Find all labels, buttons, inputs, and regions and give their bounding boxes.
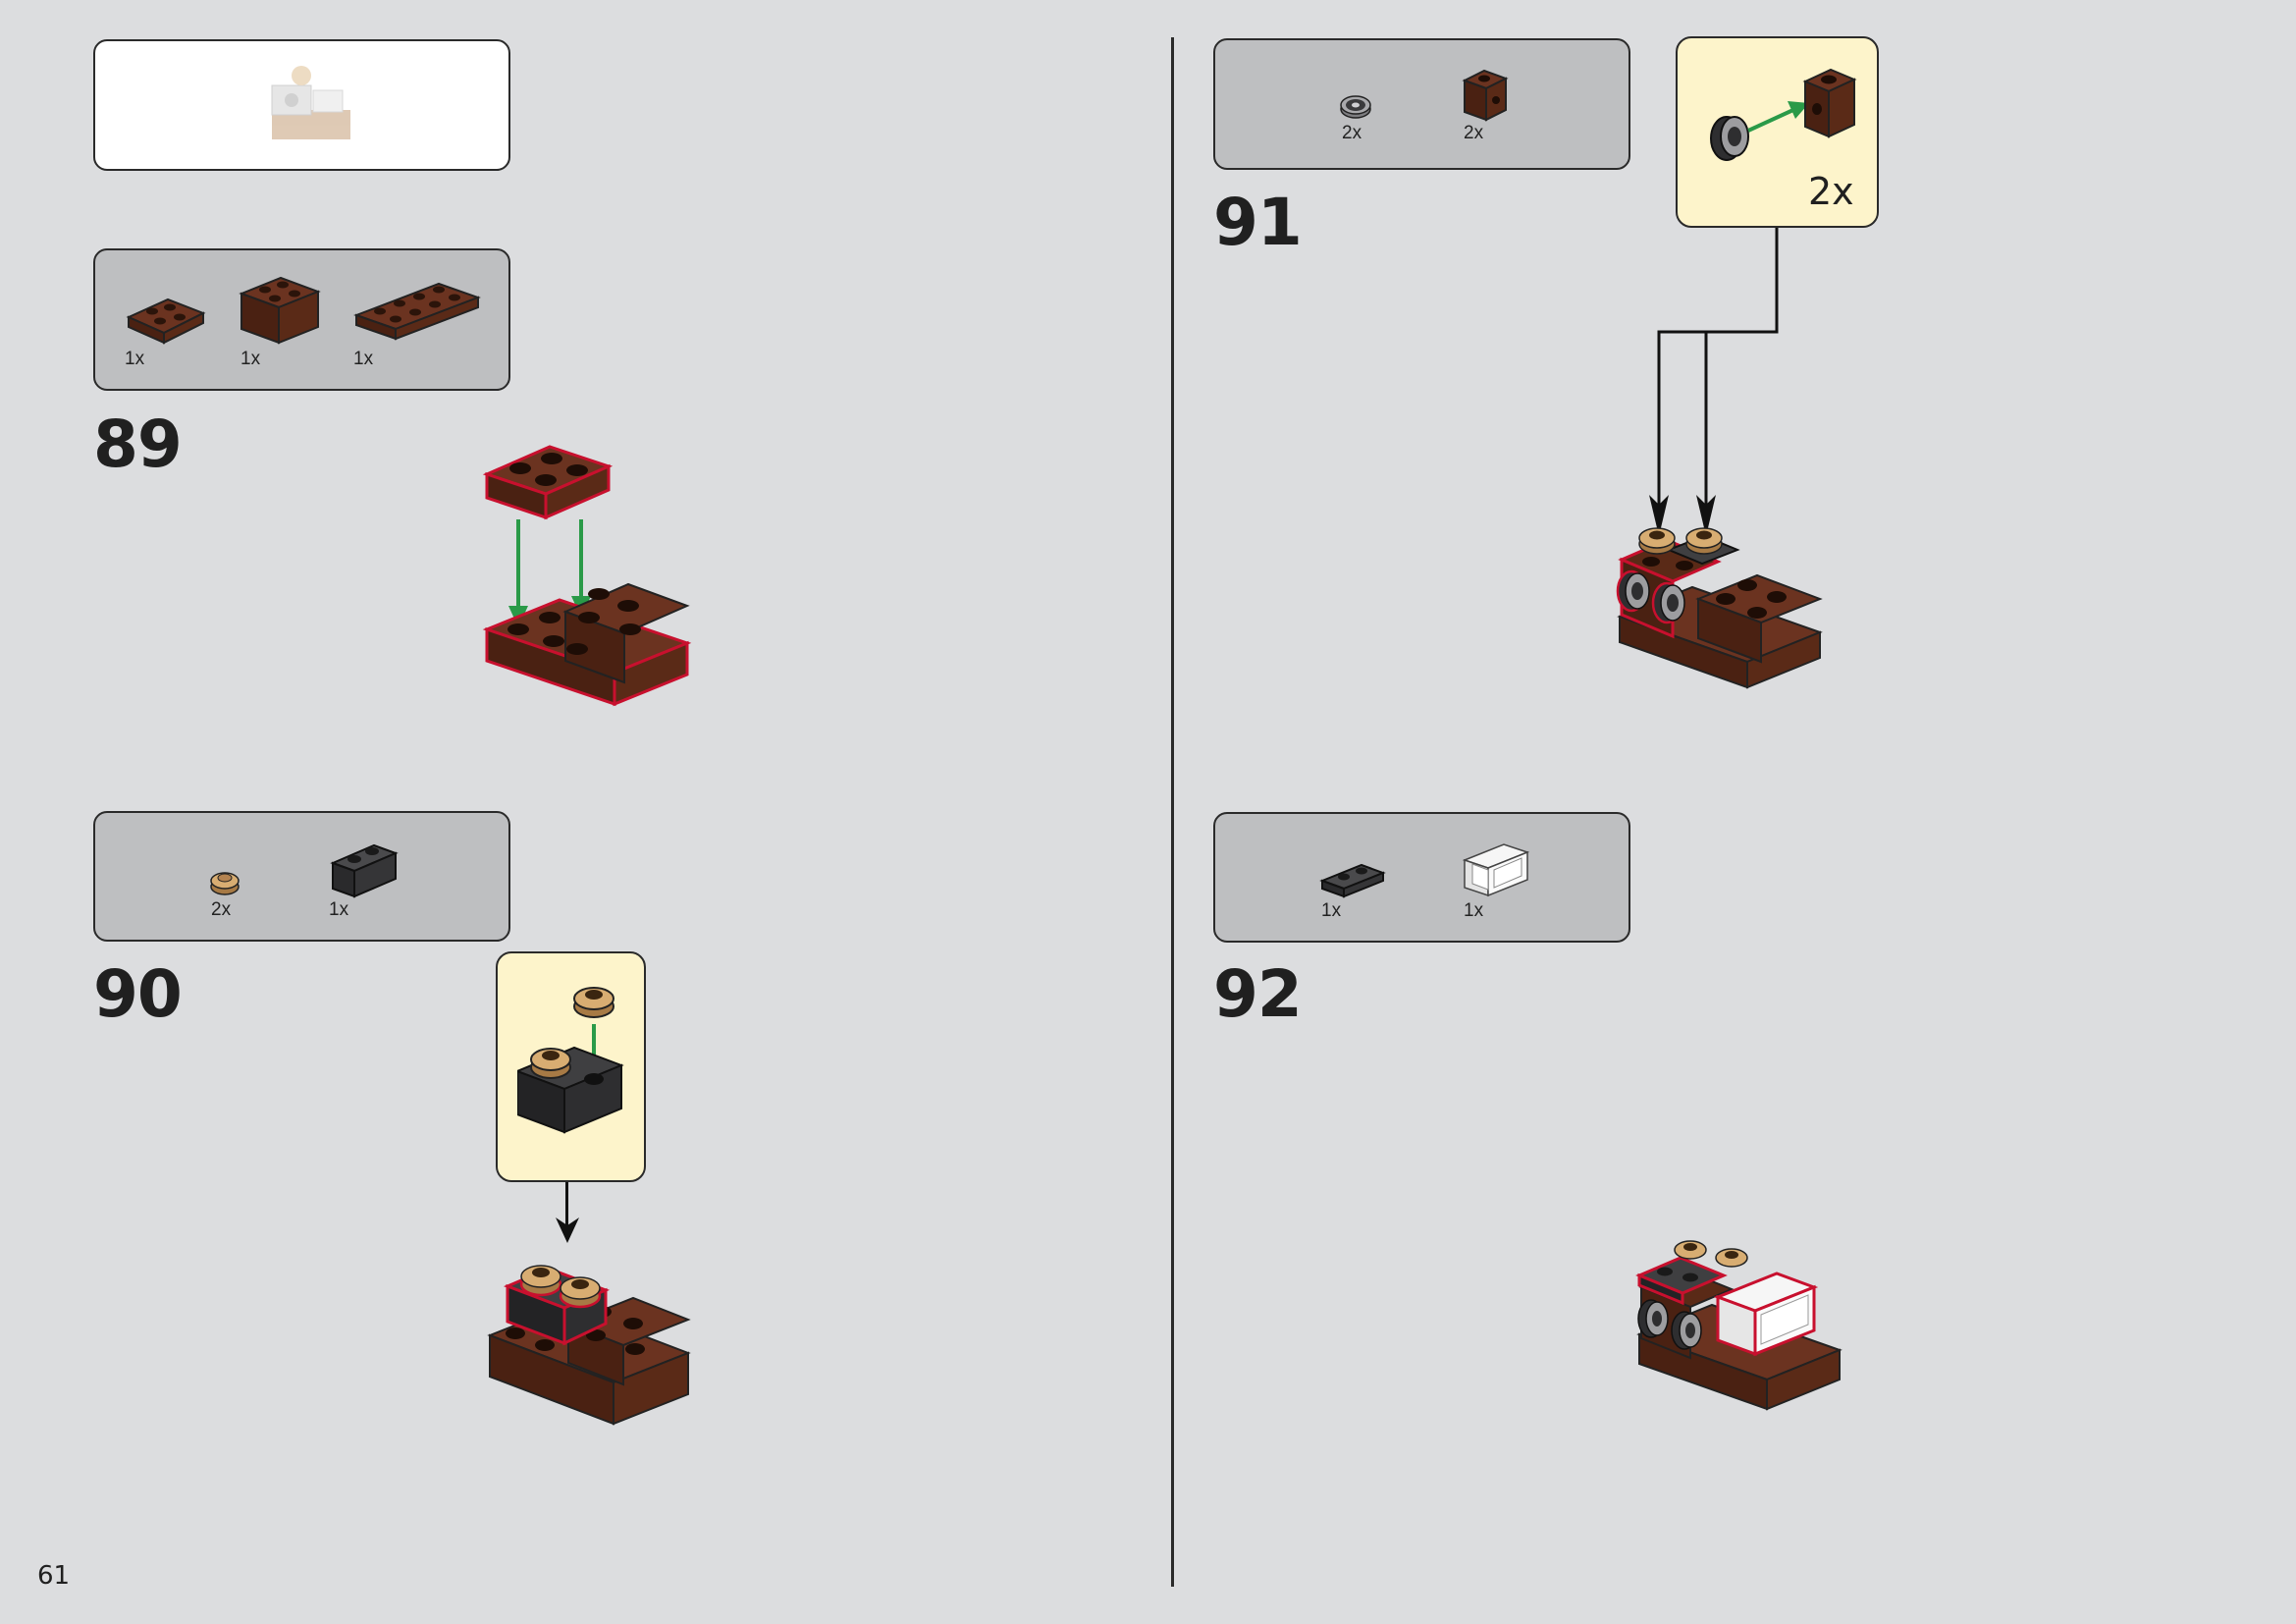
step-number: 91	[1213, 185, 1303, 260]
part-quantity: 1x	[329, 899, 349, 920]
grey-round-tile-icon	[1340, 95, 1371, 119]
page-number: 61	[37, 1561, 71, 1591]
parts-item	[208, 867, 241, 896]
step-92-parts-panel: 1x 1x	[1213, 812, 1630, 943]
step-89-parts-panel: 1x 1x 1x	[93, 248, 510, 391]
step-90-model	[486, 1237, 697, 1429]
part-quantity: 1x	[125, 349, 145, 369]
part-quantity: 2x	[1464, 123, 1484, 143]
tan-round-plate-1x1-icon	[210, 872, 240, 895]
finished-model-preview-box	[93, 39, 510, 171]
callout-connector	[1649, 228, 1779, 536]
step-number: 89	[93, 406, 183, 482]
parts-item	[238, 270, 322, 349]
step-91-callout: 2x	[1676, 36, 1879, 228]
step-91-model	[1610, 501, 1826, 697]
page-divider	[1171, 37, 1174, 1587]
step-91-parts-panel: 2x 2x	[1213, 38, 1630, 170]
parts-item	[1461, 65, 1510, 124]
parts-item	[329, 838, 400, 900]
parts-item	[125, 288, 207, 347]
step-number: 92	[1213, 956, 1303, 1032]
step-number: 90	[93, 956, 183, 1032]
parts-item	[352, 270, 482, 349]
brown-brick-2x2-icon	[239, 276, 321, 345]
part-quantity: 2x	[1342, 123, 1362, 143]
part-quantity: 1x	[240, 349, 261, 369]
part-quantity: 1x	[1464, 900, 1484, 921]
brown-plate-2x4-icon	[353, 282, 481, 341]
step-92-model	[1629, 1232, 1845, 1419]
black-plate-1x2-icon	[1319, 863, 1386, 898]
brown-plate-2x2-icon	[126, 298, 206, 345]
part-quantity: 1x	[353, 349, 374, 369]
step-90-callout	[496, 951, 646, 1182]
callout-connector	[565, 1182, 568, 1226]
arrow-down-icon	[556, 1218, 579, 1243]
step-90-parts-panel: 2x 1x	[93, 811, 510, 942]
part-quantity: 1x	[1321, 900, 1342, 921]
parts-item	[1318, 855, 1387, 900]
black-brick-1x2-icon	[330, 843, 399, 898]
brown-bracket-brick-icon	[1462, 69, 1509, 122]
parts-item	[1338, 91, 1373, 121]
white-panel-icon	[1462, 843, 1530, 897]
parts-item	[1461, 839, 1531, 899]
part-quantity: 2x	[211, 899, 232, 920]
callout-quantity: 2x	[1808, 170, 1854, 213]
finished-model-thumbnail	[271, 66, 350, 139]
step-89-model	[481, 437, 707, 712]
